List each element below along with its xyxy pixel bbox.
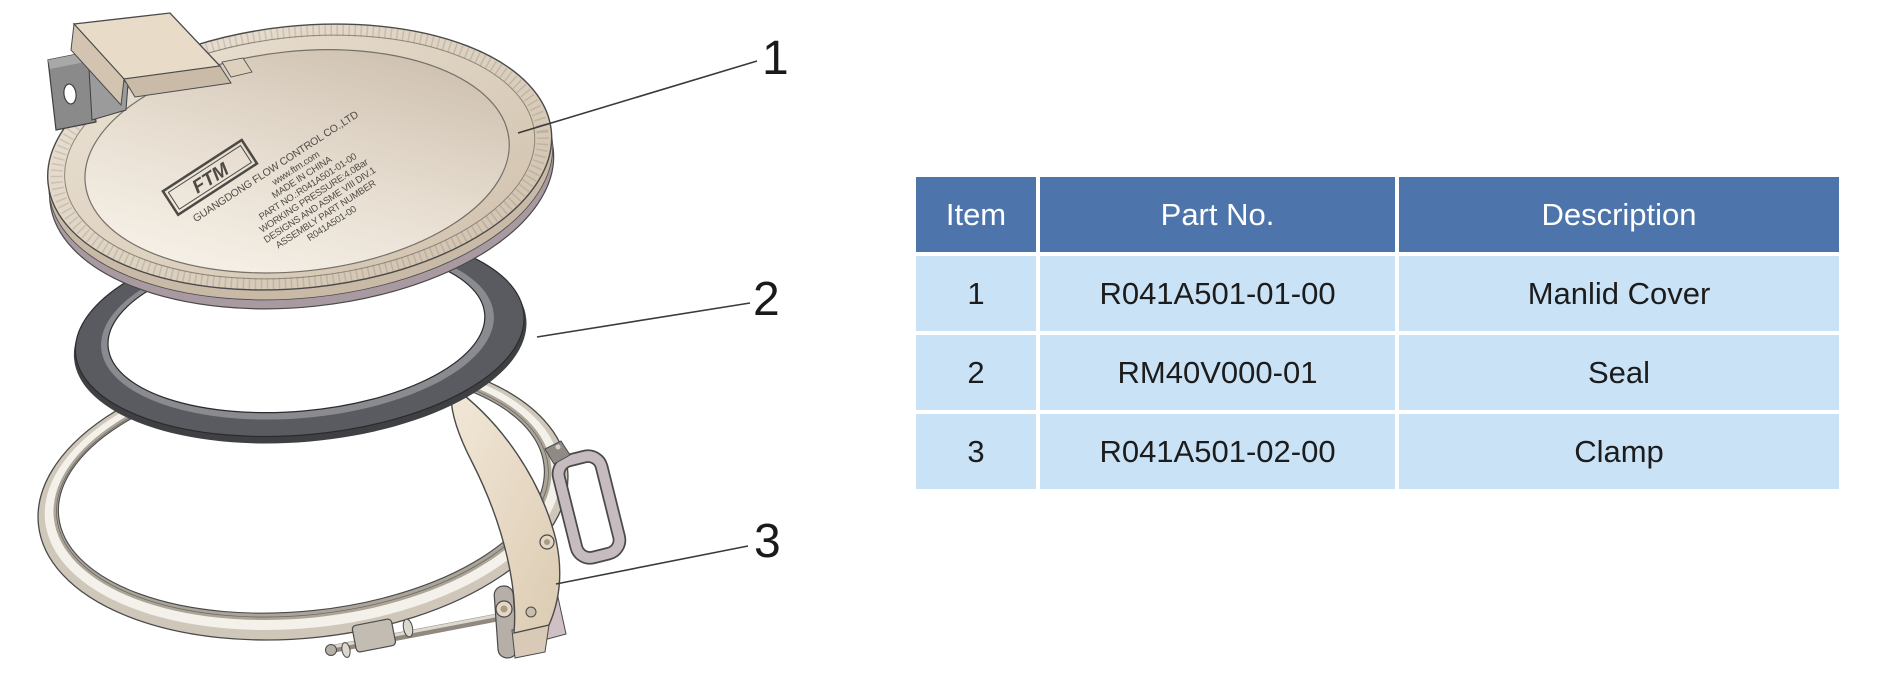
- cover-rim-knurl: [50, 24, 549, 290]
- cover-step-line: [64, 34, 536, 280]
- clamp-washer-right: [402, 618, 414, 638]
- cell-part-no: R041A501-02-00: [1040, 414, 1395, 489]
- hinge-rim-clip: [221, 57, 253, 78]
- leader-line-2: [536, 302, 751, 338]
- cell-item: 3: [916, 414, 1036, 489]
- clamp-rivet-2-center: [500, 605, 508, 613]
- table-row: 1 R041A501-01-00 Manlid Cover: [916, 256, 1839, 331]
- cell-description: Clamp: [1399, 414, 1839, 489]
- clamp-handle: [553, 451, 625, 563]
- cover-illustration: FTM GUANGDONG FLOW CONTROL CO.,LTD www.f…: [47, 12, 555, 310]
- cell-item: 2: [916, 335, 1036, 410]
- callouts: 1 2 3: [517, 32, 789, 585]
- column-header-part-no: Part No.: [1040, 177, 1395, 252]
- callout-2: 2: [753, 273, 780, 326]
- cover-face: [84, 49, 510, 274]
- table-row: 2 RM40V000-01 Seal: [916, 335, 1839, 410]
- engraving-logo-box: [161, 138, 259, 217]
- hinge-bracket-slot: [63, 83, 77, 105]
- column-header-description: Description: [1399, 177, 1839, 252]
- cell-description: Seal: [1399, 335, 1839, 410]
- leader-line-1: [517, 60, 758, 134]
- callout-3: 3: [754, 515, 781, 568]
- hinge-tab: [47, 12, 253, 131]
- clamp-washer-left: [341, 642, 351, 658]
- clamp-mechanism: [325, 384, 627, 659]
- cell-description: Manlid Cover: [1399, 256, 1839, 331]
- hinge-tab-side: [70, 22, 125, 107]
- hinge-tab-lip: [123, 65, 232, 98]
- cell-part-no: R041A501-01-00: [1040, 256, 1395, 331]
- callout-1: 1: [762, 32, 789, 85]
- clamp-top-lug-pin: [555, 444, 561, 450]
- clamp-nut: [351, 618, 397, 653]
- leader-line-3: [555, 545, 749, 585]
- clamp-arm: [450, 384, 561, 634]
- table-row: 3 R041A501-02-00 Clamp: [916, 414, 1839, 489]
- clamp-bolt-end: [325, 644, 337, 656]
- column-header-item: Item: [916, 177, 1036, 252]
- cell-part-no: RM40V000-01: [1040, 335, 1395, 410]
- parts-table: Item Part No. Description 1 R041A501-01-…: [912, 173, 1843, 493]
- clamp-rivet-3: [525, 606, 537, 618]
- clamp-rivet-1-center: [544, 539, 550, 545]
- table-header-row: Item Part No. Description: [916, 177, 1839, 252]
- engraving-logo-box-inner: [167, 144, 253, 210]
- cell-item: 1: [916, 256, 1036, 331]
- clamp-top-lug: [544, 440, 571, 465]
